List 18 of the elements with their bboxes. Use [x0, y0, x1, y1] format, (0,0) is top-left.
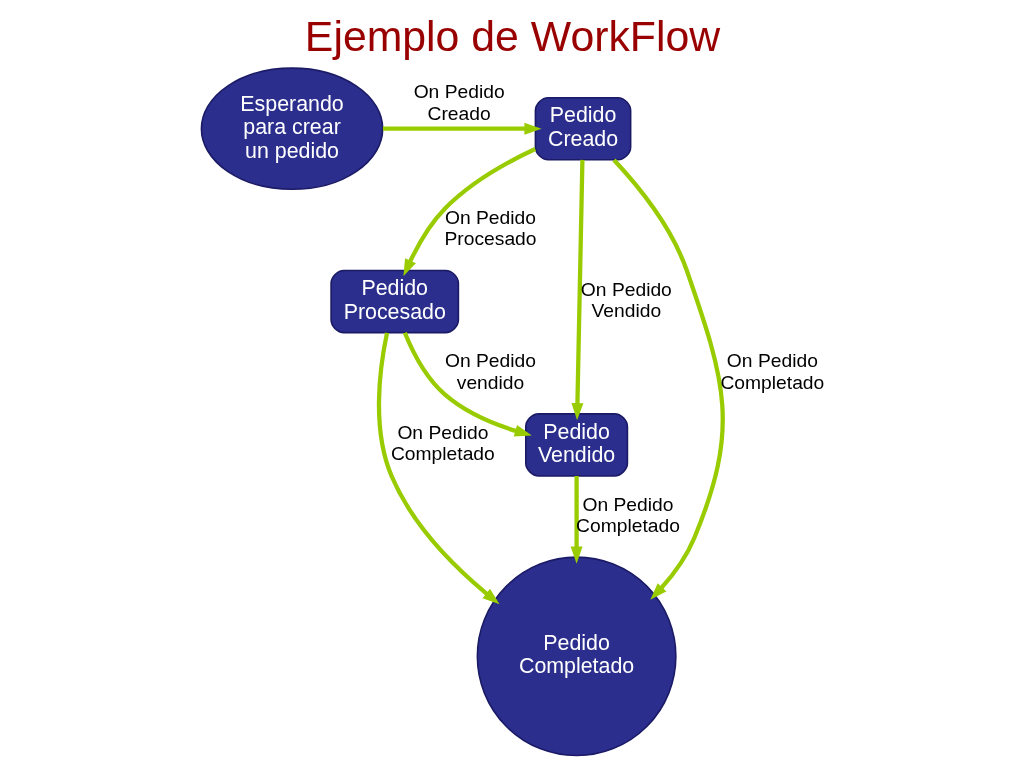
arrow: [570, 159, 585, 421]
node-box: Pedido Procesado: [329, 269, 459, 334]
edge-label: On Pedido Completado: [390, 421, 495, 465]
node-box: Pedido Creado: [534, 96, 631, 161]
node-box: Pedido Vendido: [524, 413, 628, 477]
arrow: [376, 332, 500, 605]
node-ellipse: Esperando para crear un pedido: [200, 67, 383, 191]
arrow: [402, 331, 532, 437]
edge-label: On Pedido Procesado: [443, 206, 537, 250]
edge-label: On Pedido vendido: [444, 350, 536, 393]
diagram-title: Ejemplo de WorkFlow: [304, 12, 720, 61]
arrow: [611, 158, 725, 600]
edge-label: On Pedido Completado: [719, 350, 824, 393]
arrow: [570, 475, 583, 564]
arrow: [402, 147, 536, 277]
arrow: [382, 122, 542, 135]
edge-label: On Pedido Creado: [413, 81, 505, 124]
node-circle: Pedido Completado: [476, 556, 677, 757]
